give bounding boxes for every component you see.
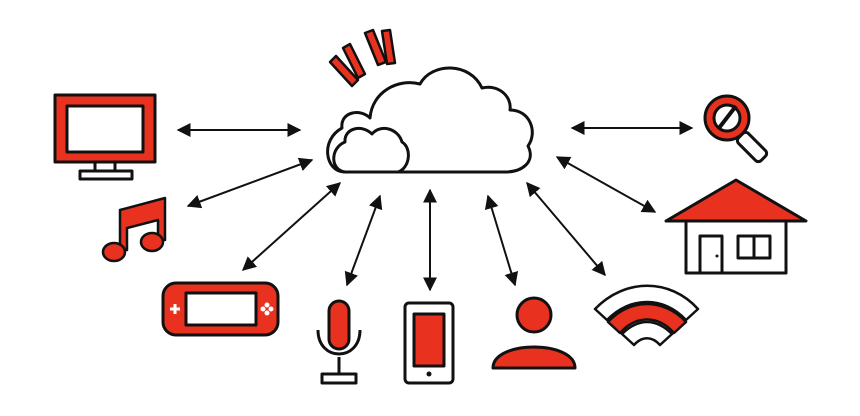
wifi-icon xyxy=(593,284,700,347)
monitor-icon xyxy=(53,93,157,181)
signal-rays-icon xyxy=(328,28,397,88)
magnifier-icon xyxy=(703,94,769,164)
arrow-house xyxy=(555,156,657,213)
house-icon xyxy=(664,178,808,275)
user-icon xyxy=(491,296,577,370)
connection-arrows xyxy=(176,121,694,292)
arrow-wifi xyxy=(526,181,606,277)
arrow-game-console xyxy=(241,182,342,271)
arrow-user xyxy=(484,194,519,287)
arrow-music xyxy=(186,157,314,209)
arrow-microphone xyxy=(344,194,383,287)
microphone-icon xyxy=(316,299,362,385)
cloud-icon xyxy=(326,66,534,174)
music-note-icon xyxy=(101,196,167,263)
handheld-game-console-icon xyxy=(161,281,280,337)
smartphone-icon xyxy=(403,301,455,385)
